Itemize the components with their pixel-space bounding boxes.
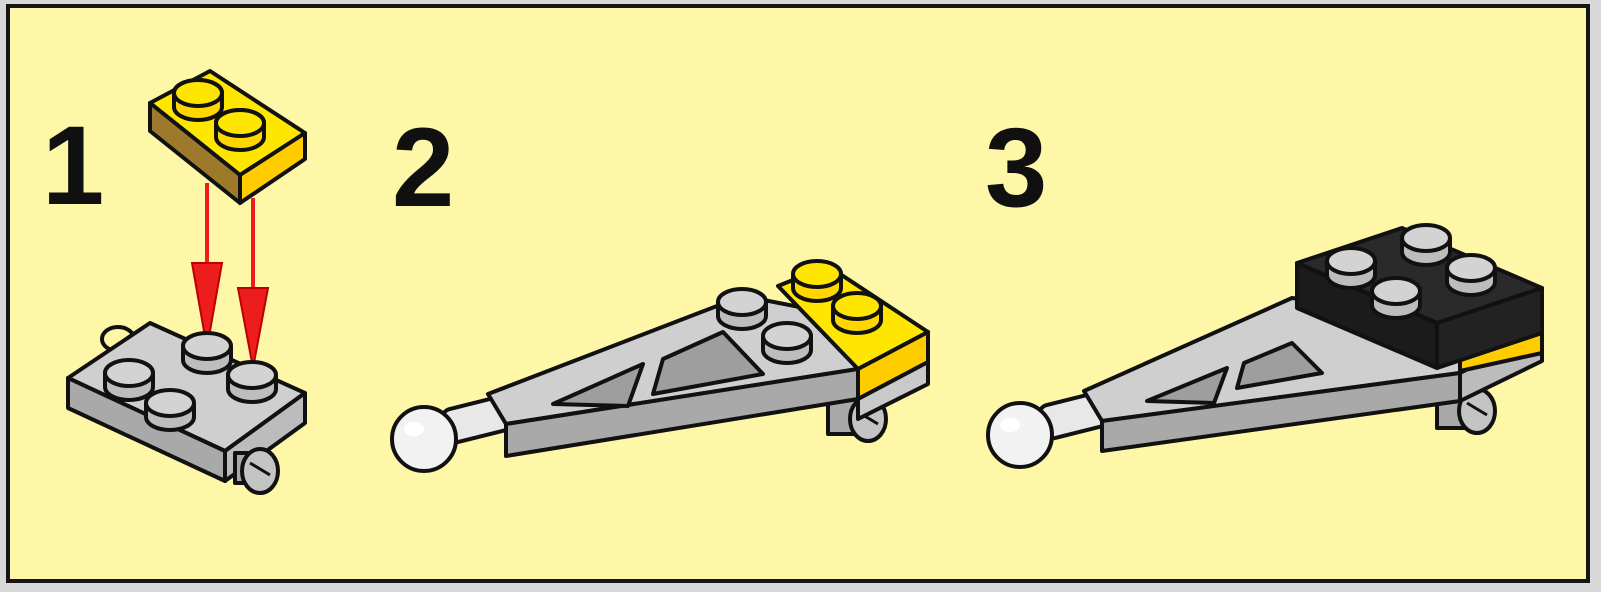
step1-illustration — [50, 63, 350, 513]
gray-plate-icon — [68, 323, 305, 493]
instruction-panel: 1 2 3 — [6, 4, 1590, 583]
step-number-2: 2 — [392, 112, 454, 224]
step3-illustration — [982, 203, 1562, 503]
step2-illustration — [388, 244, 948, 504]
yellow-brick-icon — [150, 71, 305, 203]
